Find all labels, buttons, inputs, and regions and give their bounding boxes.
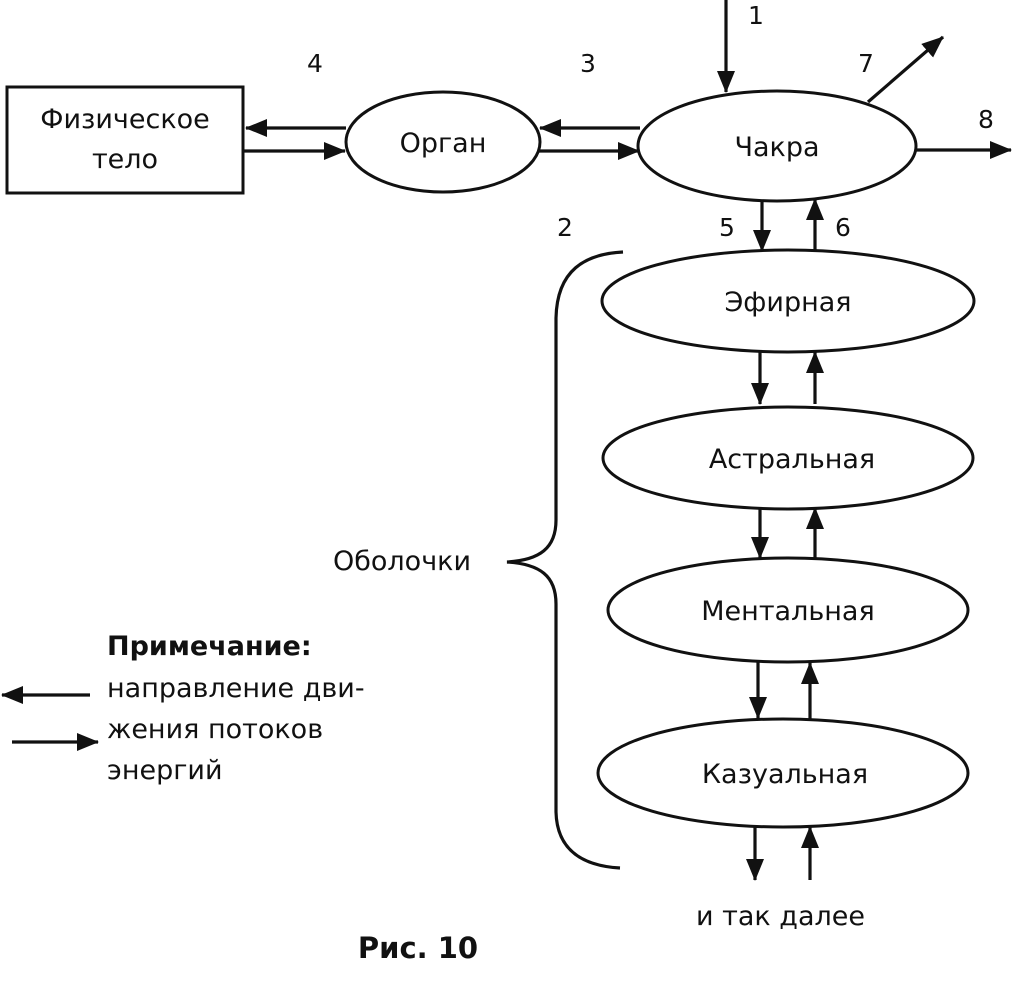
astral-shell-node bbox=[601, 405, 975, 511]
organ-label: Орган bbox=[400, 128, 487, 159]
physical-body-box bbox=[5, 85, 245, 195]
flow-number-6: 6 bbox=[835, 213, 851, 242]
arrow-7-outgoing bbox=[866, 35, 945, 104]
continuation-label: и так далее bbox=[696, 901, 865, 932]
shells-brace bbox=[506, 250, 624, 870]
chakra-label: Чакра bbox=[734, 132, 819, 163]
flow-number-5: 5 bbox=[719, 213, 735, 242]
shells-label: Оболочки bbox=[333, 546, 471, 577]
organ-node bbox=[344, 90, 542, 194]
mental-shell-node bbox=[606, 556, 970, 664]
flow-number-2: 2 bbox=[557, 213, 573, 242]
flow-number-4: 4 bbox=[307, 49, 323, 78]
note-line-2: жения потоков bbox=[107, 714, 323, 745]
etheric-shell-node bbox=[600, 248, 976, 354]
flow-number-8: 8 bbox=[978, 105, 994, 134]
note-line-1: направление дви- bbox=[107, 673, 365, 704]
physical-body-label-line2: тело bbox=[92, 144, 158, 175]
flow-number-3: 3 bbox=[580, 49, 596, 78]
causal-shell-node bbox=[596, 717, 970, 829]
mental-shell-label: Ментальная bbox=[701, 596, 874, 627]
astral-shell-label: Астральная bbox=[709, 444, 875, 475]
flow-number-7: 7 bbox=[858, 49, 874, 78]
note-title: Примечание: bbox=[107, 631, 312, 662]
note-line-3: энергий bbox=[107, 755, 223, 786]
causal-shell-label: Казуальная bbox=[702, 759, 868, 790]
physical-body-label-line1: Физическое bbox=[40, 104, 210, 135]
figure-caption: Рис. 10 bbox=[358, 931, 478, 965]
etheric-shell-label: Эфирная bbox=[724, 287, 851, 318]
flow-number-1: 1 bbox=[748, 1, 764, 30]
